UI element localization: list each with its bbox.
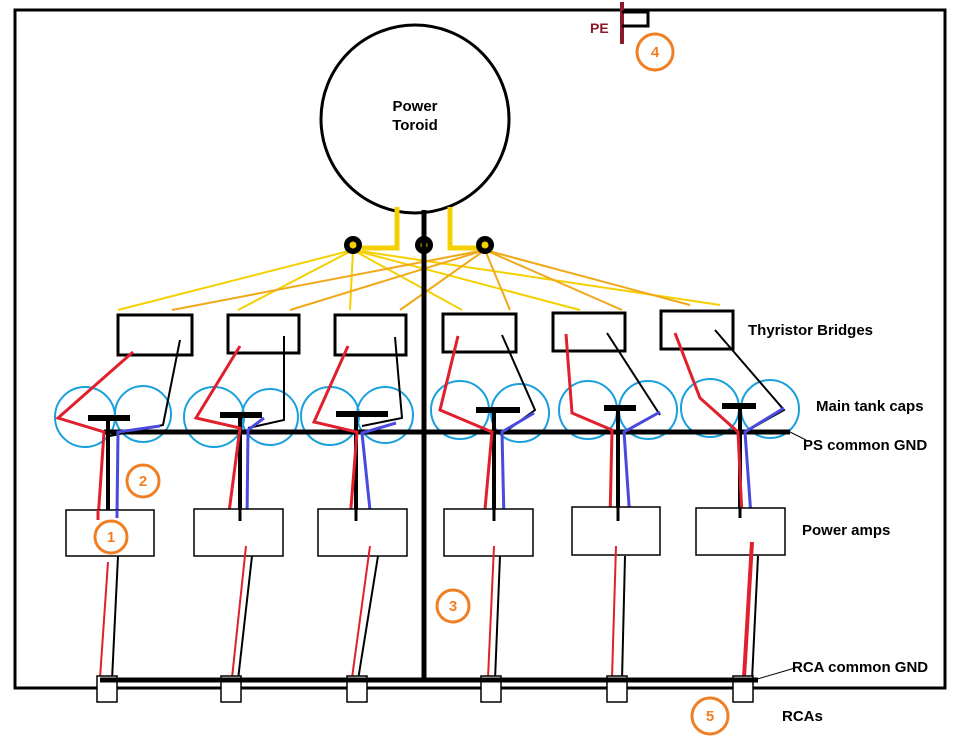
toroid-label-line1: Power (392, 98, 437, 115)
ps-common-gnd-label: PS common GND (803, 437, 927, 454)
marker-3-circle (435, 588, 471, 624)
power-amps-label: Power amps (802, 522, 890, 539)
amp-wire-stubs (96, 507, 742, 521)
pe-ground-lug (620, 2, 650, 44)
rca-gnd-leader (753, 667, 796, 681)
toroid-label-line2: Toroid (392, 117, 438, 134)
thyristor-bridge-3 (333, 313, 408, 357)
power-amps (65, 506, 786, 557)
marker-5-circle (690, 696, 730, 736)
thyristor-bridge-4 (441, 312, 518, 354)
ps-gnd-leader (789, 431, 807, 441)
main-tank-caps-label: Main tank caps (816, 398, 924, 415)
signal-hot-wire-6 (742, 541, 754, 679)
numbered-markers (93, 32, 730, 736)
signal-ground-wires (111, 555, 759, 681)
marker-1-circle (93, 519, 129, 555)
marker-1-number: 1 (107, 529, 115, 546)
marker-5-number: 5 (706, 708, 714, 725)
marker-3-number: 3 (449, 598, 457, 615)
thyristor-bridge-6 (659, 309, 735, 351)
thyristor-bridge-5 (551, 311, 627, 353)
rcas-label: RCAs (782, 708, 823, 725)
marker-2-circle (125, 463, 161, 499)
thyristor-bridges-label: Thyristor Bridges (748, 322, 873, 339)
signal-hot-wires (99, 545, 617, 679)
power-amp-2 (193, 508, 284, 557)
ac-feed-wires (117, 249, 721, 311)
thyristor-bridges (116, 309, 735, 357)
power-amp-4 (443, 508, 534, 557)
pe-label: PE (590, 20, 609, 36)
power-amp-3 (317, 508, 408, 557)
marker-2-number: 2 (139, 473, 147, 490)
chassis-outline (13, 8, 947, 690)
thyristor-bridge-1 (116, 313, 194, 357)
toroid-secondary-leads (362, 207, 482, 251)
marker-4-number: 4 (651, 44, 660, 61)
power-amp-1 (65, 509, 155, 557)
negative-rails (115, 406, 785, 521)
positive-rails (54, 332, 744, 521)
rca-common-gnd-label: RCA common GND (792, 659, 928, 676)
power-toroid (319, 23, 511, 215)
main-tank-caps (54, 378, 800, 448)
marker-4-circle (635, 32, 675, 72)
